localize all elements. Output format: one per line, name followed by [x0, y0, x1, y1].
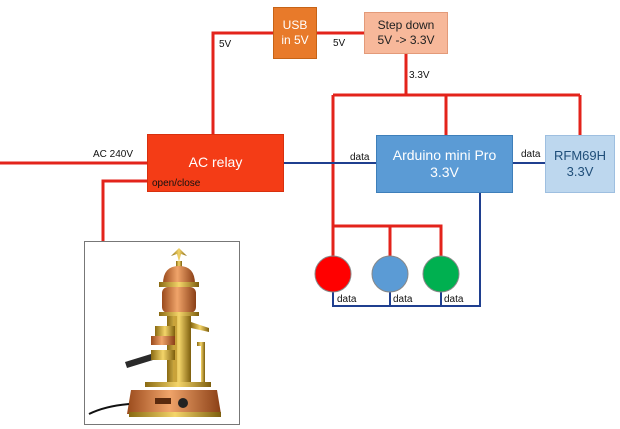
rfm69h-box: RFM69H 3.3V — [545, 135, 615, 193]
ac-input-label: AC 240V — [93, 149, 134, 160]
power-lines — [0, 31, 582, 260]
red-led — [314, 255, 352, 293]
relay-data-label: data — [350, 152, 370, 163]
arduino-voltage: 3.3V — [430, 164, 459, 180]
usb-in-box: USB in 5V — [273, 7, 317, 59]
open-close-label: open/close — [152, 178, 201, 189]
blue-led-data-label: data — [393, 294, 413, 305]
rfm-title: RFM69H — [553, 147, 606, 163]
arduino-box: Arduino mini Pro 3.3V — [376, 135, 513, 193]
rfm-voltage: 3.3V — [566, 164, 594, 179]
green-led-data-label: data — [444, 294, 464, 305]
usb-title: USB — [282, 18, 308, 32]
led-power-line — [333, 224, 443, 260]
green-led — [422, 255, 460, 293]
step-down-voltage: 5V -> 3.3V — [377, 33, 435, 47]
usb-to-relay-line — [211, 31, 273, 134]
espresso-machine-photo — [84, 241, 240, 425]
step-down-title: Step down — [377, 18, 435, 32]
data-lines — [284, 162, 545, 307]
usb-relay-voltage-label: 5V — [219, 39, 232, 50]
open-close-line — [101, 179, 147, 241]
ac-relay-title: AC relay — [188, 154, 243, 171]
step-down-box: Step down 5V -> 3.3V — [364, 12, 448, 54]
usb-step-voltage-label: 5V — [333, 38, 346, 49]
arduino-to-leds-line — [332, 193, 481, 307]
step-out-voltage-label: 3.3V — [409, 70, 430, 81]
espresso-machine-illustration — [88, 248, 221, 417]
arduino-title: Arduino mini Pro — [392, 146, 497, 163]
usb-voltage: in 5V — [281, 33, 309, 47]
ac-relay-box: AC relay — [147, 134, 284, 192]
rfm-data-label: data — [521, 149, 541, 160]
blue-led — [371, 255, 409, 293]
red-led-data-label: data — [337, 294, 357, 305]
